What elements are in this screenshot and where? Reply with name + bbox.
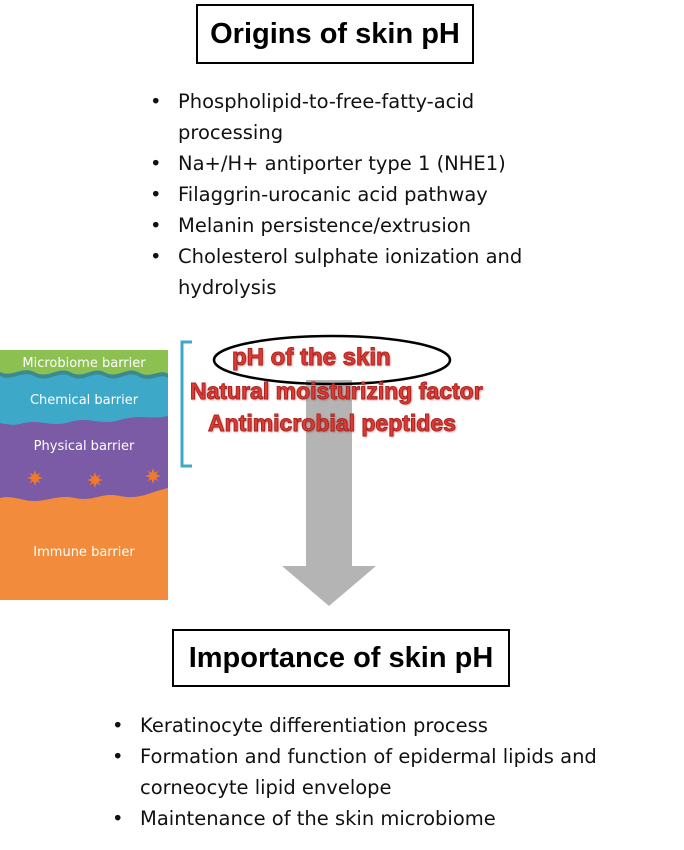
physical-layer xyxy=(0,404,168,501)
bracket-icon xyxy=(180,340,192,468)
ph-of-skin-label: pH of the skin xyxy=(232,344,392,372)
skin-layers xyxy=(0,350,168,600)
immune-cell-icons xyxy=(27,468,161,488)
antimicrobial-peptides-label: Antimicrobial peptides xyxy=(208,410,457,437)
importance-title: Importance of skin pH xyxy=(172,629,510,687)
natural-moisturizing-factor-label: Natural moisturizing factor xyxy=(190,378,484,405)
origins-list: Phospholipid-to-free-fatty-acid processi… xyxy=(150,86,570,303)
importance-list: Keratinocyte differentiation process For… xyxy=(112,710,672,834)
importance-item: Maintenance of the skin microbiome xyxy=(112,803,672,834)
origins-title: Origins of skin pH xyxy=(196,4,474,64)
origins-item: Na+/H+ antiporter type 1 (NHE1) xyxy=(150,148,570,179)
physical-barrier-label: Physical barrier xyxy=(33,439,135,454)
immune-barrier-label: Immune barrier xyxy=(33,545,135,560)
down-arrow-icon xyxy=(282,380,376,606)
origins-item: Cholesterol sulphate ionization and hydr… xyxy=(150,241,570,303)
origins-item: Filaggrin-urocanic acid pathway xyxy=(150,179,570,210)
chemical-layer xyxy=(0,364,168,425)
microbiome-layer xyxy=(0,350,168,375)
origins-item: Phospholipid-to-free-fatty-acid processi… xyxy=(150,86,570,148)
ph-ellipse xyxy=(212,334,452,386)
importance-item: Formation and function of epidermal lipi… xyxy=(112,741,672,803)
skin-barrier-diagram xyxy=(0,334,452,606)
chemical-barrier-label: Chemical barrier xyxy=(29,393,139,408)
importance-item: Keratinocyte differentiation process xyxy=(112,710,672,741)
microbiome-barrier-label: Microbiome barrier xyxy=(22,356,146,371)
origins-item: Melanin persistence/extrusion xyxy=(150,210,570,241)
